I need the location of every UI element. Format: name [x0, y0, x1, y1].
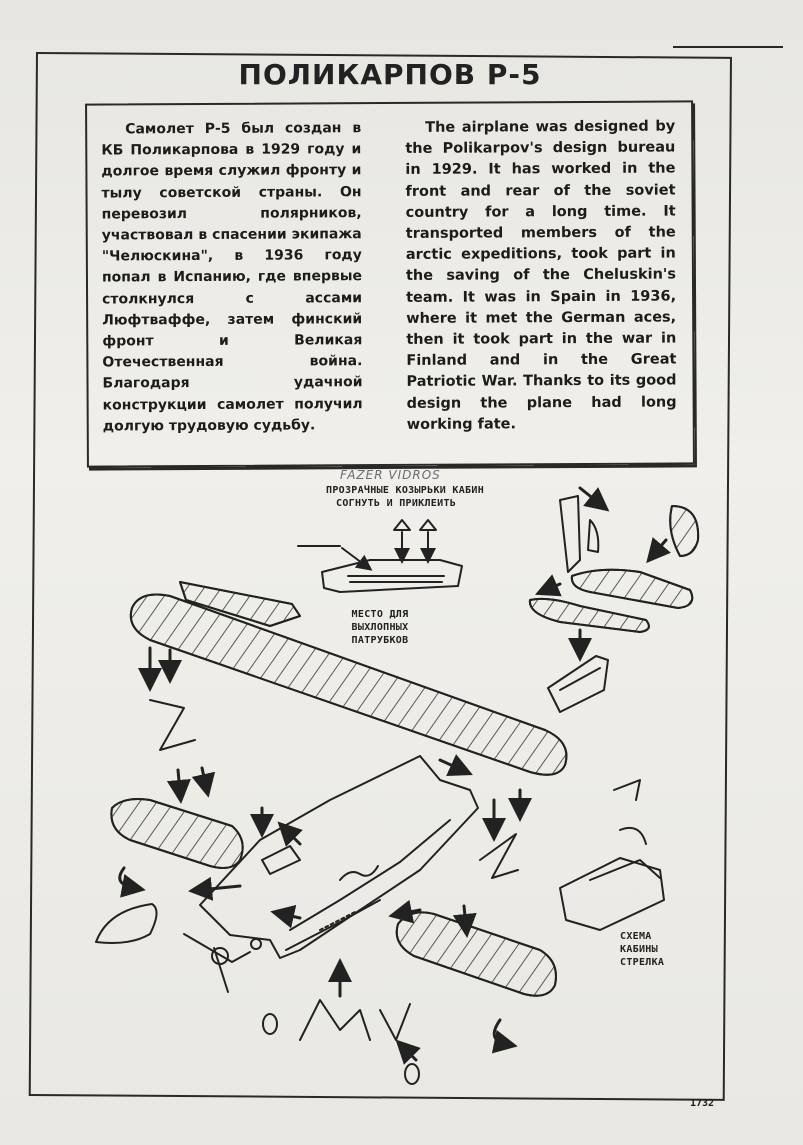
- fuselage: [199, 755, 479, 959]
- interplane-struts: [149, 699, 519, 879]
- gunner-label-line-2: КАБИНЫ: [620, 944, 658, 955]
- gunner-cockpit-scheme: [559, 779, 665, 931]
- engine-cowling: [95, 903, 158, 944]
- upper-wing: [129, 593, 568, 776]
- horizontal-stabilizer: [528, 568, 694, 633]
- lower-left-wing: [110, 798, 244, 869]
- lower-right-wing: [395, 911, 557, 997]
- gunner-label-line-3: СТРЕЛКА: [620, 957, 665, 968]
- exhaust-label-line-3: ПАТРУБКОВ: [351, 635, 409, 646]
- landing-gear: [262, 999, 420, 1085]
- tail-fin-parts: [559, 495, 700, 573]
- exhaust-label: МЕСТО ДЛЯ ВЫХЛОПНЫХ ПАТРУБКОВ: [340, 608, 420, 647]
- page-number: 1732: [690, 1098, 715, 1109]
- canopy-strip: [297, 519, 463, 593]
- page-title: ПОЛИКАРПОВ Р-5: [238, 58, 542, 91]
- rudder-part: [547, 655, 609, 713]
- gunner-cockpit-label: СХЕМА КАБИНЫ СТРЕЛКА: [620, 930, 700, 969]
- gunner-label-line-1: СХЕМА: [620, 931, 652, 942]
- canopy-label-line-2: СОГНУТЬ И ПРИКЛЕИТЬ: [336, 498, 457, 509]
- canopy-label-line-1: ПРОЗРАЧНЫЕ КОЗЫРЬКИ КАБИН: [326, 485, 485, 496]
- propeller: [183, 933, 262, 993]
- wing-center-section: [179, 581, 301, 627]
- canopy-instruction-label: ПРОЗРАЧНЫЕ КОЗЫРЬКИ КАБИН СОГНУТЬ И ПРИК…: [326, 484, 526, 510]
- exhaust-label-line-1: МЕСТО ДЛЯ: [351, 609, 409, 620]
- assembly-arrows: [118, 486, 671, 1065]
- handwritten-note: FAZER VIDROS: [340, 468, 441, 482]
- frame-corner-line: [673, 46, 783, 53]
- exhaust-label-line-2: ВЫХЛОПНЫХ: [351, 622, 409, 633]
